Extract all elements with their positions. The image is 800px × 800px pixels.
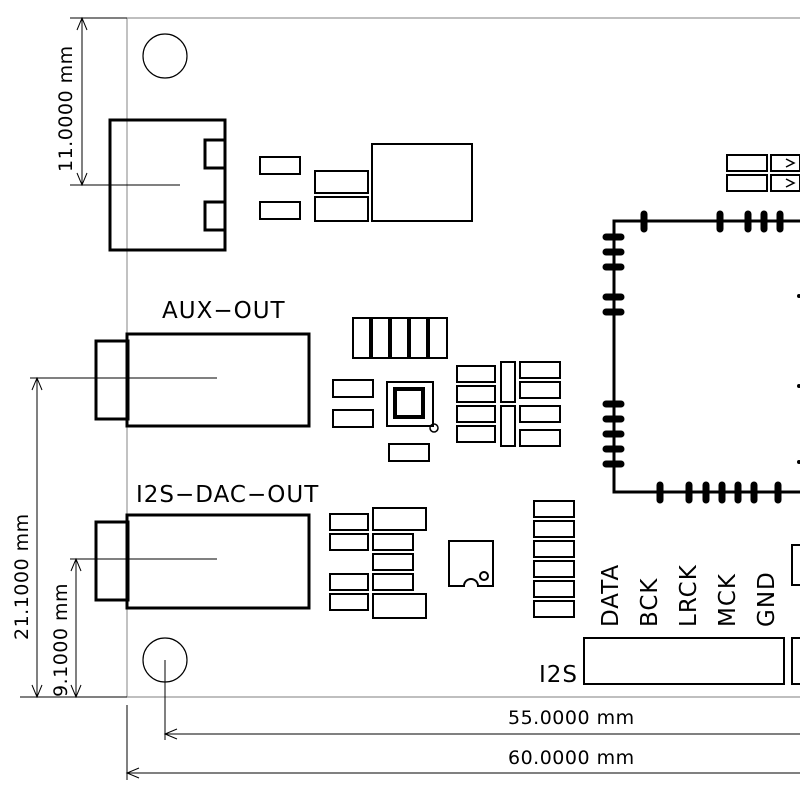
main-ic-outline (612, 219, 800, 494)
top-smd-pads (259, 143, 473, 222)
pin-label-lrck: LRCK (676, 564, 702, 627)
aux-out-label: AUX−OUT (162, 298, 286, 324)
edge-marks (797, 294, 800, 464)
dimension-lines (20, 16, 800, 780)
mid-smd-pads (332, 379, 430, 462)
right-pad-cluster (456, 361, 561, 447)
mounting-hole-top (142, 33, 188, 79)
dim-label-aux-span: 21.1000 mm (11, 513, 33, 640)
i2s-dac-out-label: I2S−DAC−OUT (136, 482, 319, 508)
dim-label-board-width: 60.0000 mm (508, 747, 635, 769)
small-ic (386, 381, 439, 433)
dim-label-holes: 55.0000 mm (508, 707, 635, 729)
dim-label-top-jack: 11.0000 mm (55, 45, 77, 172)
resistor-array (352, 317, 448, 359)
dim-label-dac-span: 9.1000 mm (50, 583, 72, 697)
vertical-pad-stack (533, 500, 575, 618)
pin-label-mck: MCK (715, 573, 741, 627)
dac-pad-cluster (329, 507, 427, 619)
pin-label-data: DATA (598, 564, 624, 627)
i2s-header-label: I2S (539, 662, 578, 688)
i2s-pin-labels: DATA BCK LRCK MCK GND (598, 564, 780, 627)
aux-out-jack (94, 332, 311, 428)
sot-component (448, 540, 494, 587)
main-ic-pins (602, 210, 784, 504)
i2s-header (583, 544, 800, 685)
pin-label-bck: BCK (637, 577, 663, 627)
pin-label-gnd: GND (754, 571, 780, 627)
i2s-dac-out-jack (94, 513, 311, 610)
top-right-diode-marks (785, 158, 796, 188)
top-right-pads (726, 154, 800, 192)
